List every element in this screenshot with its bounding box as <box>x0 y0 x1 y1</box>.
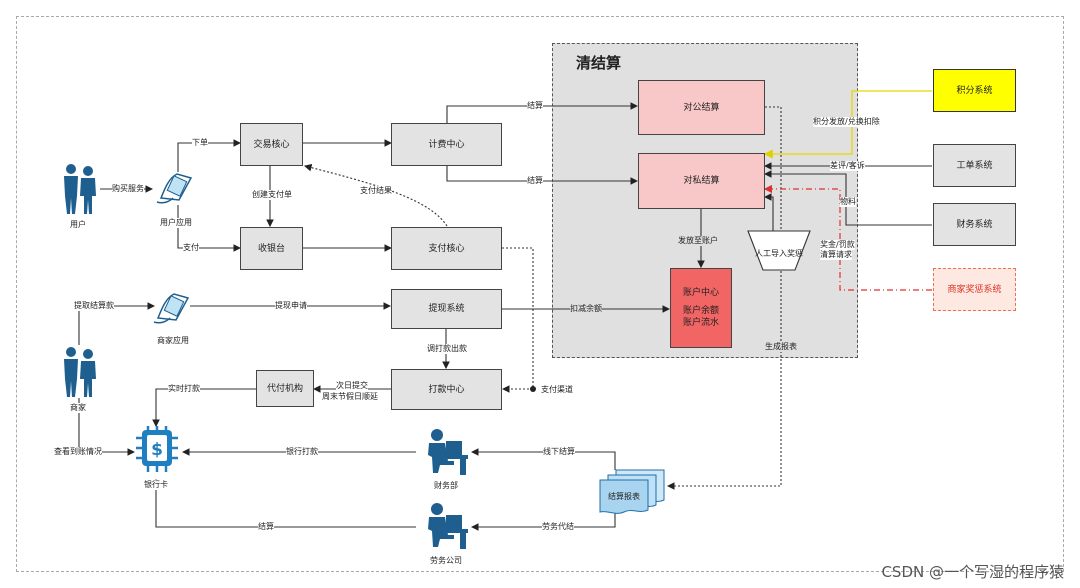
edge-gen-report: 生成报表 <box>765 342 797 352</box>
finance-dept-label: 财务部 <box>434 481 458 491</box>
edge-next-day-2: 周末节假日顺延 <box>322 392 378 402</box>
edge-call-payout: 调打款出款 <box>427 344 467 354</box>
billing-center-box[interactable]: 计费中心 <box>391 123 502 166</box>
edge-settle-top: 结算 <box>527 101 543 111</box>
private-settle-box[interactable]: 对私结算 <box>638 153 765 209</box>
edge-reward-penalty-1: 奖金/罚款 <box>820 240 855 250</box>
agent-box[interactable]: 代付机构 <box>256 370 314 407</box>
edge-pay: 支付 <box>183 243 199 253</box>
bank-card-label: 银行卡 <box>144 480 168 490</box>
settle-report-document-icon <box>599 469 665 514</box>
edge-place-order: 下单 <box>192 138 208 148</box>
labor-company-worker-icon <box>428 503 468 549</box>
edge-deduct-balance: 扣减余额 <box>570 304 602 314</box>
payment-core-box[interactable]: 支付核心 <box>391 227 502 270</box>
finance-dept-worker-icon <box>428 429 468 475</box>
public-settle-box[interactable]: 对公结算 <box>638 80 765 135</box>
edge-points-issue: 积分发放/兑换扣除 <box>813 117 880 127</box>
account-center-box[interactable]: 账户中心 账户余额 账户流水 <box>670 268 732 348</box>
watermark: CSDN @一个写湿的程序猿 <box>881 563 1064 581</box>
edge-reward-penalty-2: 清算请求 <box>820 250 852 260</box>
cashier-box[interactable]: 收银台 <box>240 227 303 270</box>
merchant-people-icon <box>64 347 96 397</box>
points-system-box[interactable]: 积分系统 <box>933 69 1016 112</box>
payout-center-box[interactable]: 打款中心 <box>391 369 502 410</box>
settle-report-label: 结算报表 <box>608 492 640 501</box>
svg-text:$: $ <box>151 440 163 460</box>
settlement-title: 清结算 <box>576 54 622 72</box>
edge-realtime-payout: 实时打款 <box>168 384 200 394</box>
edge-bank-transfer: 银行打款 <box>286 447 318 457</box>
edge-offline-settle: 线下结算 <box>543 447 575 457</box>
account-balance-label: 账户余额 <box>682 306 719 316</box>
labor-company-label: 劳务公司 <box>430 556 462 566</box>
user-app-label: 用户应用 <box>160 218 192 228</box>
user-app-phone-icon <box>156 173 193 204</box>
merchant-reward-system-box[interactable]: 商家奖惩系统 <box>933 268 1016 311</box>
manual-import-label: 人工导入奖惩 <box>755 249 803 258</box>
edge-settle-bottom: 结算 <box>258 522 274 532</box>
edge-create-pay-order: 创建支付单 <box>252 190 292 200</box>
manual-import-funnel <box>747 230 811 271</box>
edge-issue-to-account: 发放至账户 <box>678 236 718 246</box>
edge-next-day-1: 次日提交 <box>336 381 368 391</box>
edge-payment-channel: 支付渠道 <box>541 385 573 395</box>
user-people-icon <box>64 164 96 214</box>
withdraw-system-box[interactable]: 提现系统 <box>391 289 502 329</box>
merchant-label: 商家 <box>70 403 86 413</box>
ticket-system-box[interactable]: 工单系统 <box>933 144 1016 187</box>
edge-withdraw-funds: 提取结算款 <box>74 301 114 311</box>
edge-review-complaint: 差评/客诉 <box>830 161 865 171</box>
edge-materials: 物料 <box>840 197 856 207</box>
edge-pay-result: 支付结果 <box>360 186 392 196</box>
user-label: 用户 <box>70 220 86 230</box>
merchant-app-phone-icon <box>153 293 190 324</box>
bank-card-chip-icon: $ <box>136 426 178 472</box>
account-flow-label: 账户流水 <box>682 318 719 328</box>
diagram-frame <box>16 16 1064 572</box>
account-center-label: 账户中心 <box>682 288 719 298</box>
merchant-app-label: 商家应用 <box>157 336 189 346</box>
edge-check-account: 查看到账情况 <box>54 447 102 457</box>
trade-core-box[interactable]: 交易核心 <box>240 123 303 166</box>
edge-settle-mid: 结算 <box>527 176 543 186</box>
finance-system-box[interactable]: 财务系统 <box>933 203 1016 246</box>
edge-buy-service: 购买服务 <box>112 184 144 194</box>
edge-withdraw-apply: 提现申请 <box>275 301 307 311</box>
edge-labor-agent: 劳务代结 <box>542 522 574 532</box>
